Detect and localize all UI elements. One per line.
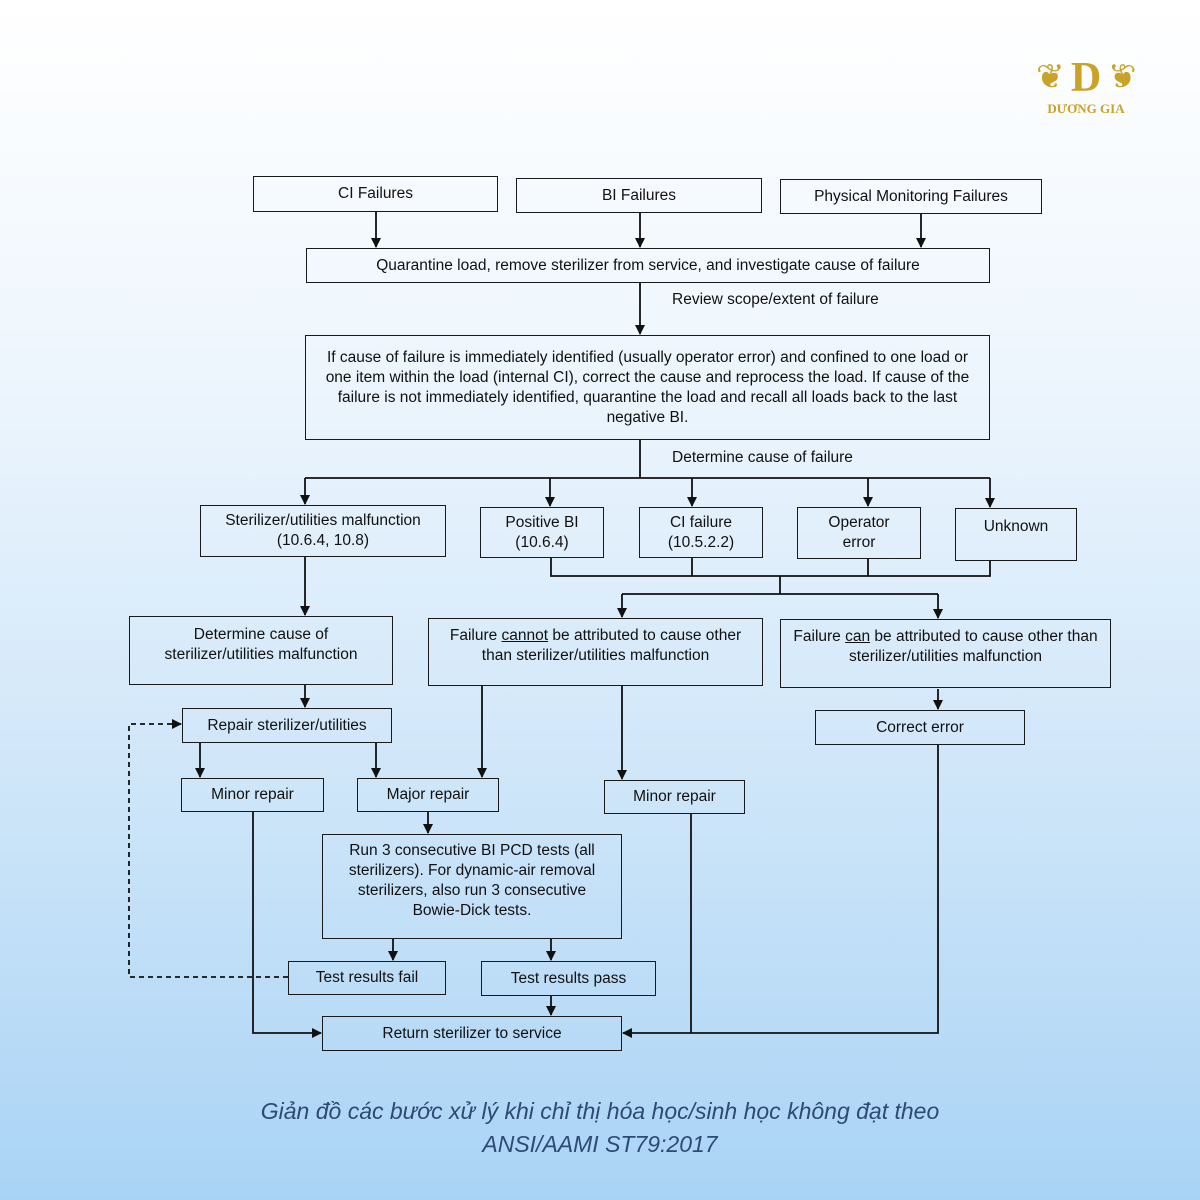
minor-repair-right-text: Minor repair bbox=[633, 788, 716, 805]
determine-sterilizer-text: Determine cause of sterilizer/utilities … bbox=[164, 626, 358, 663]
failure-cannot-text: Failure cannot be attributed to cause ot… bbox=[437, 626, 754, 666]
text-part: can bbox=[845, 628, 871, 645]
minor-repair-left-text: Minor repair bbox=[211, 786, 294, 803]
test-pass-text: Test results pass bbox=[510, 969, 627, 987]
text-part: be attributed to cause other than steril… bbox=[849, 628, 1098, 665]
return-service-box: Return sterilizer to service bbox=[322, 1016, 622, 1051]
pm-failures-box: Physical Monitoring Failures bbox=[780, 179, 1042, 214]
text-part: cannot bbox=[501, 627, 549, 644]
test-fail-text: Test results fail bbox=[315, 969, 419, 986]
determine-sterilizer-box: Determine cause of sterilizer/utilities … bbox=[129, 616, 393, 685]
repair-text: Repair sterilizer/utilities bbox=[207, 716, 367, 734]
failure-can-text: Failure can be attributed to cause other… bbox=[789, 627, 1102, 667]
sterilizer-malfunction-box: Sterilizer/utilities malfunction (10.6.4… bbox=[200, 505, 446, 557]
unknown-box: Unknown bbox=[955, 508, 1077, 561]
ci-failures-text: CI Failures bbox=[338, 185, 413, 202]
quarantine-text: Quarantine load, remove sterilizer from … bbox=[376, 256, 920, 274]
text-part: Failure bbox=[793, 628, 846, 645]
text-part: Failure bbox=[449, 627, 502, 644]
failure-can-box: Failure can be attributed to cause other… bbox=[780, 619, 1111, 688]
operator-error-box: Operator error bbox=[797, 507, 921, 559]
run-tests-box: Run 3 consecutive BI PCD tests (all ster… bbox=[322, 834, 622, 939]
review-label: Review scope/extent of failure bbox=[672, 291, 879, 308]
failure-cannot-box: Failure cannot be attributed to cause ot… bbox=[428, 618, 763, 686]
laurel-left-icon: ❦ bbox=[1036, 58, 1065, 96]
text-part: be attributed to cause other than steril… bbox=[481, 627, 742, 664]
unknown-text: Unknown bbox=[983, 518, 1049, 535]
return-service-text: Return sterilizer to service bbox=[382, 1024, 562, 1042]
logo-letter: D bbox=[1070, 55, 1102, 101]
bi-failures-text: BI Failures bbox=[601, 186, 677, 204]
test-pass-box: Test results pass bbox=[481, 961, 656, 996]
determine-label: Determine cause of failure bbox=[672, 449, 853, 466]
caption: Giản đồ các bước xử lý khi chỉ thị hóa h… bbox=[0, 1095, 1200, 1161]
minor-repair-right-box: Minor repair bbox=[604, 780, 745, 814]
ci-failure-text: CI failure (10.5.2.2) bbox=[667, 513, 735, 551]
if-cause-box: If cause of failure is immediately ident… bbox=[305, 335, 990, 440]
positive-bi-text: Positive BI (10.6.4) bbox=[505, 513, 579, 551]
pm-failures-text: Physical Monitoring Failures bbox=[814, 187, 1008, 205]
if-cause-text: If cause of failure is immediately ident… bbox=[325, 348, 970, 426]
minor-repair-left-box: Minor repair bbox=[181, 778, 324, 812]
ci-failure-box: CI failure (10.5.2.2) bbox=[639, 507, 763, 558]
duong-gia-logo: ❦ ❦ D DƯƠNG GIA bbox=[1036, 55, 1136, 127]
sterilizer-malfunction-text: Sterilizer/utilities malfunction (10.6.4… bbox=[225, 512, 421, 549]
caption-line-2: ANSI/AAMI ST79:2017 bbox=[482, 1131, 718, 1157]
correct-error-box: Correct error bbox=[815, 710, 1025, 745]
logo-name: DƯƠNG GIA bbox=[1047, 101, 1125, 116]
caption-line-1: Giản đồ các bước xử lý khi chỉ thị hóa h… bbox=[260, 1098, 940, 1124]
major-repair-text: Major repair bbox=[386, 786, 470, 803]
correct-error-text: Correct error bbox=[876, 718, 964, 736]
positive-bi-box: Positive BI (10.6.4) bbox=[480, 507, 604, 558]
repair-box: Repair sterilizer/utilities bbox=[182, 708, 392, 743]
major-repair-box: Major repair bbox=[357, 778, 499, 812]
ci-failures-box: CI Failures bbox=[253, 176, 498, 212]
operator-error-text: Operator error bbox=[828, 514, 890, 551]
quarantine-box: Quarantine load, remove sterilizer from … bbox=[306, 248, 990, 283]
bi-failures-box: BI Failures bbox=[516, 178, 762, 213]
run-tests-text: Run 3 consecutive BI PCD tests (all ster… bbox=[348, 842, 596, 919]
test-fail-box: Test results fail bbox=[288, 961, 446, 995]
